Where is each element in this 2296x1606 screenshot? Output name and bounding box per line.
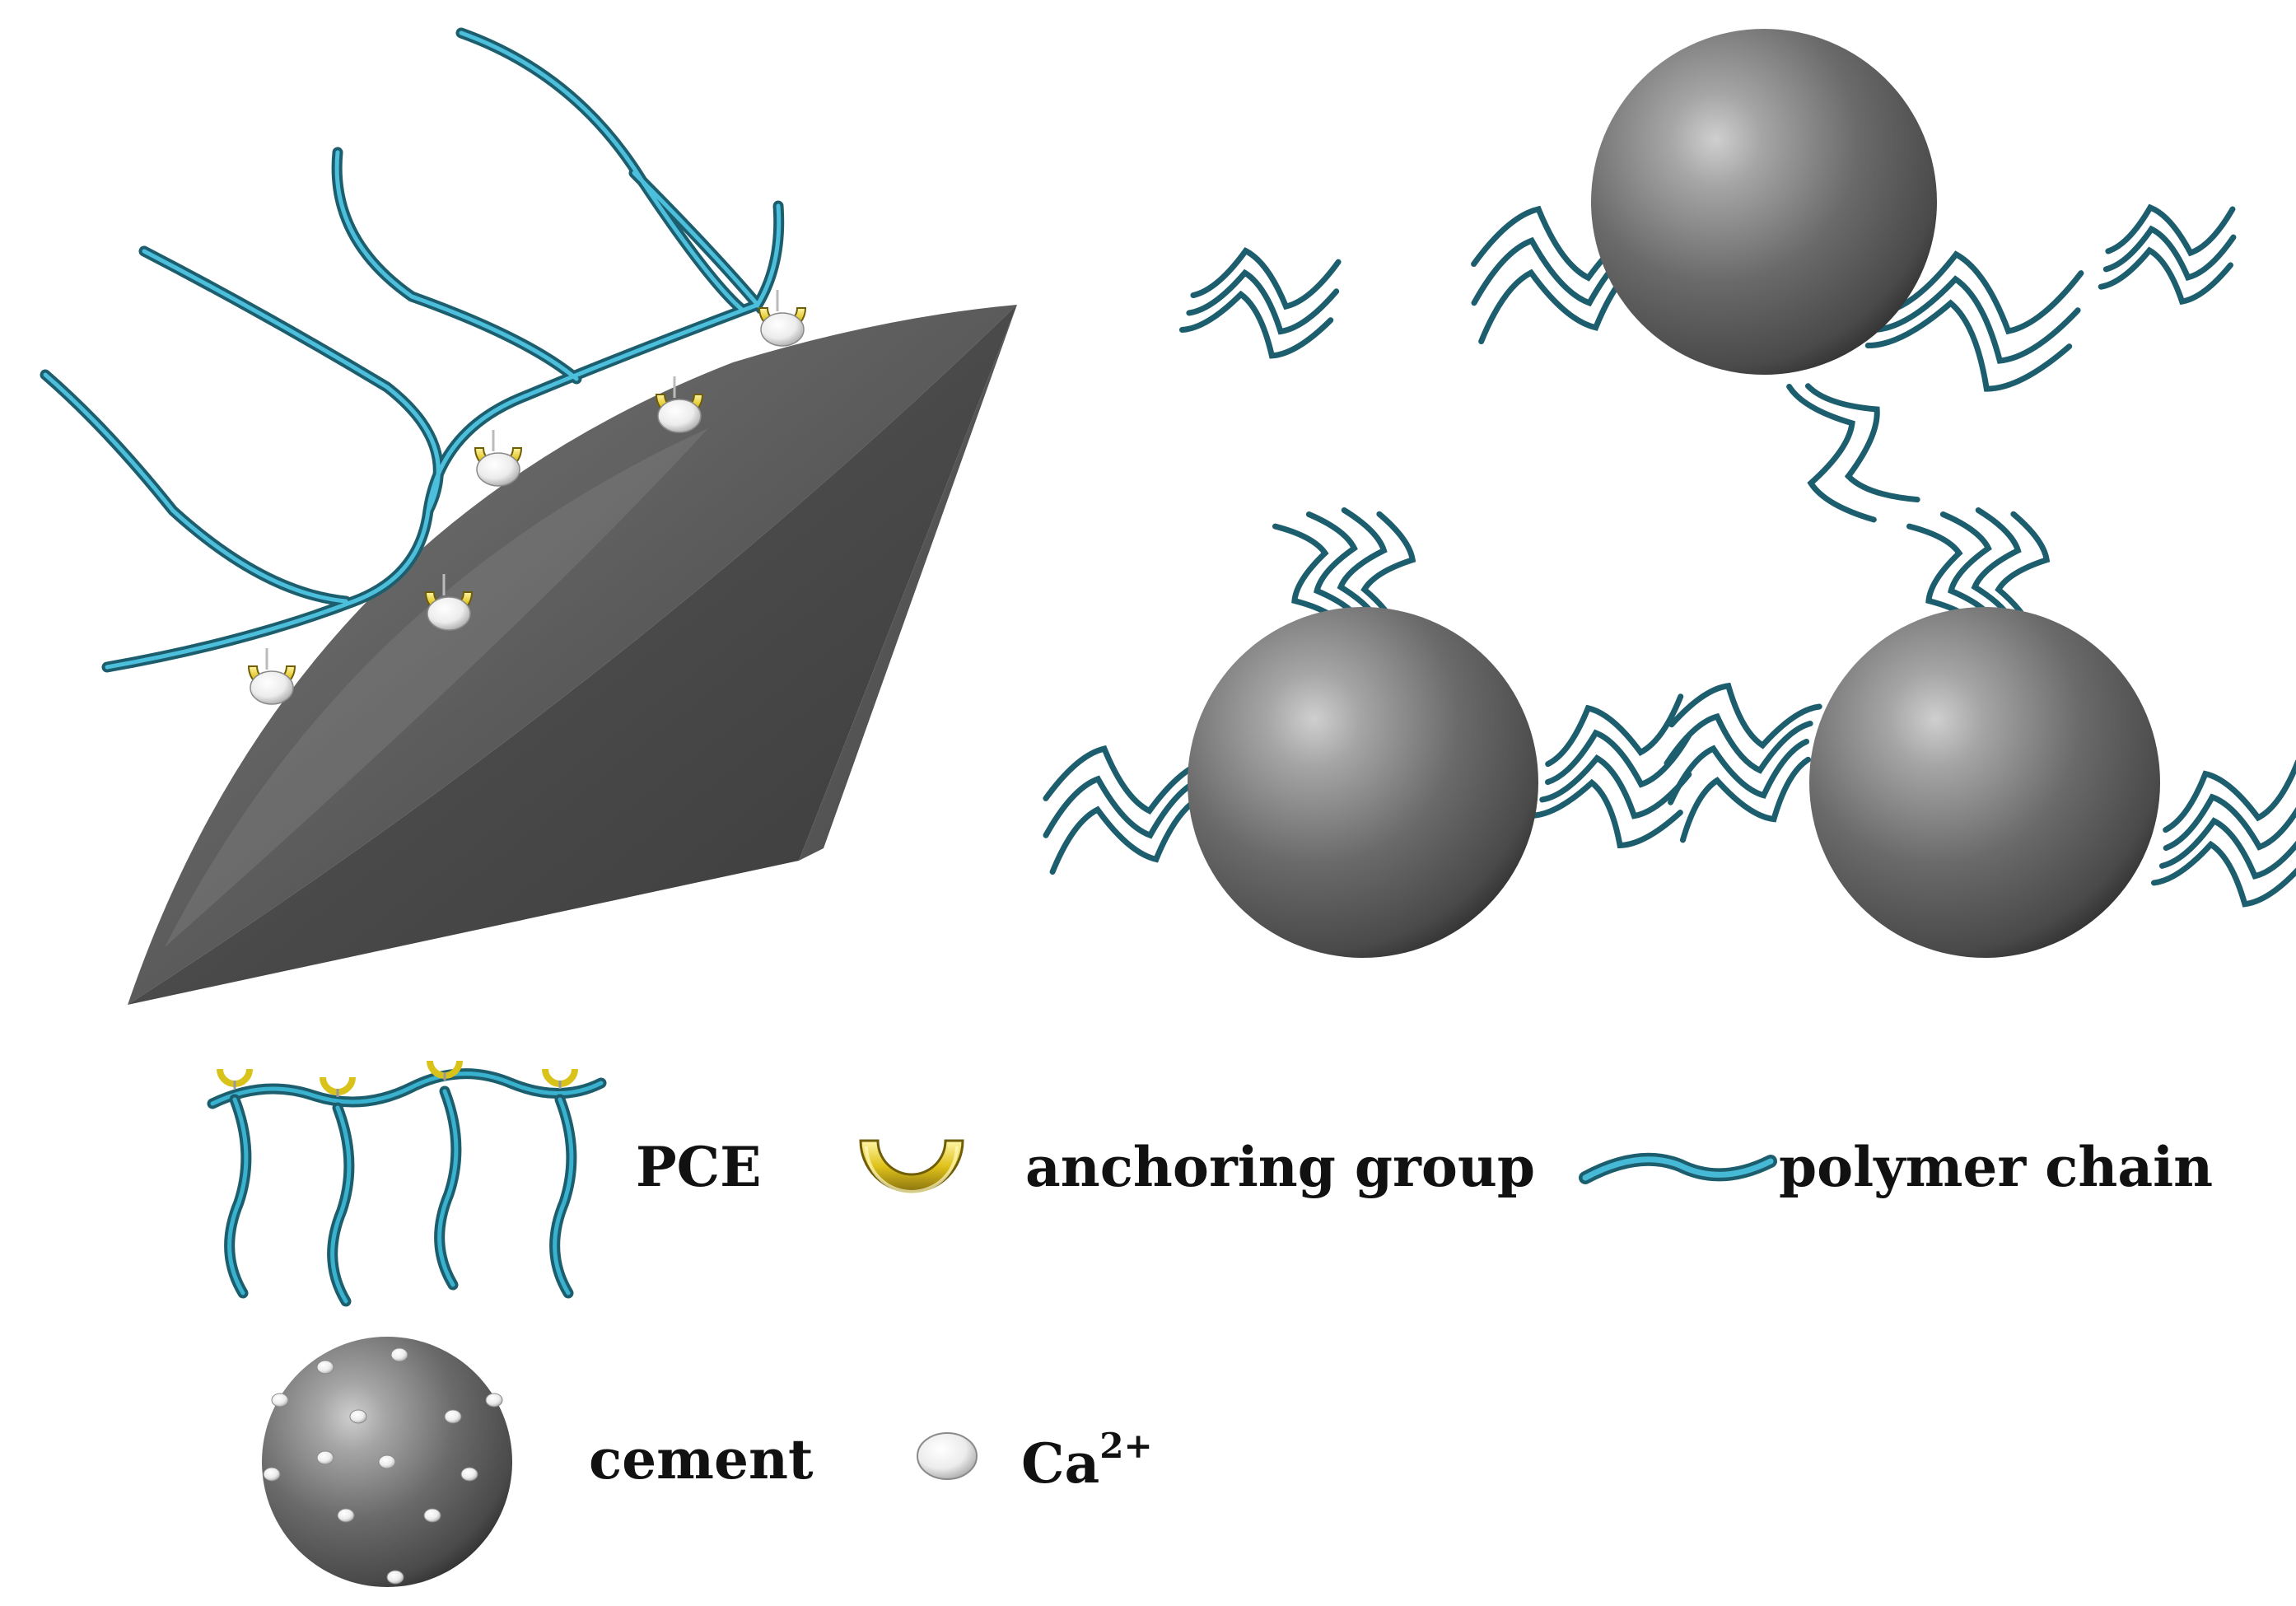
polymer-brush-chain [2163, 759, 2296, 833]
crystal-anchors [247, 290, 807, 705]
calcium-ion-icon [427, 596, 471, 631]
pce-side-chain-highlight [553, 1097, 574, 1296]
calcium-ion-icon [423, 1508, 441, 1523]
cement-sphere-top [1591, 29, 1937, 375]
legend-anchoring-group-label: anchoring group [1025, 1135, 1535, 1199]
polymer-brush-chain [2163, 793, 2296, 852]
legend: PCE anchoring group polymer chain cement… [207, 1060, 2213, 1587]
calcium-ion-icon [271, 1393, 289, 1408]
calcium-ion-icon [337, 1508, 355, 1523]
polymer-side-chain [138, 245, 444, 516]
crystal-bottom-face [128, 305, 1017, 1005]
legend-polymer-chain-label: polymer chain [1779, 1135, 2213, 1199]
polymer-side-chain [455, 27, 747, 315]
polymer-chain-icon [1579, 1152, 1777, 1184]
polymer-brush-chain [2102, 225, 2237, 281]
polymer-side-chain [40, 369, 352, 607]
anchor-with-calcium [247, 648, 296, 705]
polymer-brush-chain [1545, 693, 1684, 768]
polymer-brush-chain [2151, 840, 2296, 908]
calcium-ion-icon [250, 670, 294, 705]
calcium-ion-icon [316, 1360, 334, 1375]
polymer-brush-chain [1528, 778, 1683, 849]
polymer-brush-chain [1880, 250, 2084, 335]
dispersed-spheres [1043, 29, 2296, 958]
calcium-charge: 2+ [1099, 1426, 1152, 1466]
anchor-with-calcium [758, 290, 807, 347]
cement-crystal [128, 305, 1017, 1005]
anchor-with-calcium [655, 376, 704, 433]
calcium-ion-icon [917, 1432, 978, 1480]
anchor-with-calcium [474, 430, 523, 487]
calcium-ion-icon [390, 1347, 408, 1362]
polymer-brush-chain [1539, 754, 1692, 819]
polymer-brush-chain [1190, 247, 1342, 310]
polymer-brush-chain [1043, 775, 1206, 839]
polymer-chain-highlight [43, 372, 348, 604]
polymer-brush-chain [1049, 794, 1205, 875]
crystal-top-face [128, 305, 1017, 1005]
polymer-brush-chain [1545, 729, 1692, 788]
polymer-brush-chain [1668, 738, 1810, 805]
calcium-ion-icon [460, 1467, 478, 1482]
polymer-brush-chain [1864, 299, 2073, 392]
polymer-brush-chain [2105, 203, 2236, 257]
cement-sphere-icon [262, 1337, 512, 1587]
crystal-right-edge [799, 305, 1017, 861]
pce-side-chain-highlight [227, 1097, 249, 1296]
crystal-highlight [165, 428, 708, 947]
polymer-chain-highlight [632, 170, 782, 309]
polymer-chain-highlight [334, 150, 579, 381]
polymer-brush-chain [1679, 756, 1812, 843]
calcium-ion-icon [378, 1454, 396, 1469]
polymer-brush-chain [1668, 682, 1822, 749]
polymer-backbone-highlight [210, 1071, 604, 1106]
cement-sphere-right [1809, 607, 2160, 958]
polymer-brush-chain [1786, 384, 1877, 523]
pce-on-crystal [40, 27, 785, 673]
polymer-brush-chain [1664, 712, 1813, 774]
calcium-ion-icon [316, 1450, 334, 1465]
pce-side-chain-highlight [330, 1105, 352, 1304]
anchor-with-calcium [424, 574, 474, 631]
calcium-ion-icon [444, 1409, 462, 1424]
calcium-ion-icon [485, 1393, 503, 1408]
legend-pce-label: PCE [636, 1135, 761, 1199]
polymer-brush-chain [1043, 745, 1211, 815]
calcium-symbol: Ca [1021, 1431, 1099, 1496]
polymer-brush-chain [1178, 290, 1334, 359]
polymer-brush-chain [2158, 817, 2296, 880]
polymer-brush-chain [1971, 507, 2022, 631]
pce-side-chain-highlight [437, 1089, 459, 1287]
anchor-cup-icon [859, 1139, 964, 1193]
cement-sphere-left [1188, 607, 1538, 958]
polymer-chain-highlight [142, 249, 441, 513]
polymer-side-chain [331, 147, 582, 385]
polymer-brush-chain [2098, 246, 2233, 306]
calcium-ion-icon [263, 1467, 281, 1482]
legend-cement-label: cement [589, 1427, 814, 1492]
calcium-ion-icon [386, 1570, 404, 1585]
polymer-brush-chain [1186, 268, 1340, 335]
calcium-ion-icon [760, 312, 805, 347]
calcium-ion-icon [349, 1409, 367, 1424]
pce-comb-icon [207, 1060, 607, 1307]
polymer-brush-chain [1305, 511, 1365, 628]
polymer-brush-chain [1804, 383, 1920, 503]
calcium-ion-icon [657, 399, 702, 433]
polymer-brush-chain [1874, 275, 2081, 364]
calcium-ion-icon [476, 452, 520, 487]
legend-calcium-label: Ca2+ [1021, 1426, 1153, 1496]
